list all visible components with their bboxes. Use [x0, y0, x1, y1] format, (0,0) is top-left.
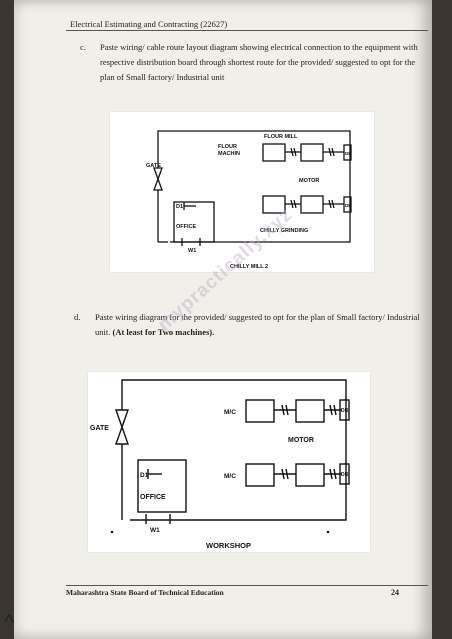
db-box-2 — [339, 463, 350, 485]
label-db-1: DB — [341, 408, 349, 414]
flour-machine-box — [262, 143, 286, 162]
label-mc-1: M/C — [224, 409, 236, 416]
label-db-2: DB — [345, 203, 352, 208]
machine-2-box — [245, 463, 275, 487]
label-flour-machin-line1: FLOUR — [218, 144, 237, 150]
label-d1: D1 — [140, 472, 149, 479]
chilly-motor-box — [300, 195, 324, 214]
gate-symbol — [153, 167, 163, 191]
question-c-label: c. — [80, 42, 86, 52]
header-title: Electrical Estimating and Contracting (2… — [70, 19, 228, 29]
page-number: 24 — [391, 588, 399, 597]
margin-pencil-mark: ^ — [4, 610, 15, 635]
label-flour-machin-line2: MACHIN — [218, 151, 240, 157]
dot-mark — [326, 530, 330, 534]
label-motor: MOTOR — [299, 178, 319, 184]
header-rule — [66, 30, 428, 31]
office-room — [173, 201, 215, 243]
diagram-chilly-mill-svg: FLOUR MILL FLOUR MACHIN GATE MOTOR DB DB… — [146, 130, 352, 270]
diagram-workshop-svg: GATE M/C MOTOR DB M/C DB D1 OFFICE W1 WO… — [90, 379, 350, 550]
outer-wall — [157, 130, 351, 243]
label-chilly-grinding: CHILLY GRINDING — [260, 228, 308, 234]
flour-motor-box — [300, 143, 324, 162]
motor-1-box — [295, 399, 325, 423]
question-d-text: Paste wiring diagram for the provided/ s… — [95, 310, 421, 340]
diagram-chilly-mill: FLOUR MILL FLOUR MACHIN GATE MOTOR DB DB… — [110, 112, 374, 272]
label-motor: MOTOR — [288, 437, 314, 444]
question-d-text-bold: (At least for Two machines). — [112, 327, 215, 337]
label-d1: D1 — [176, 204, 183, 210]
outer-wall — [121, 379, 347, 521]
label-w1: W1 — [150, 527, 160, 534]
diagram-2-caption: WORKSHOP — [206, 541, 251, 550]
question-c-text: Paste wiring/ cable route layout diagram… — [100, 42, 418, 82]
diagram-1-caption: CHILLY MILL 2 — [230, 264, 268, 270]
label-w1: W1 — [188, 248, 196, 254]
label-gate: GATE — [90, 425, 109, 432]
db-box-2 — [343, 196, 352, 213]
label-gate: GATE — [146, 163, 161, 169]
document-page: Electrical Estimating and Contracting (2… — [14, 0, 432, 639]
db-box-1 — [339, 399, 350, 421]
footer-rule — [66, 585, 428, 586]
label-db-2: DB — [341, 472, 349, 478]
footer-board: Maharashtra State Board of Technical Edu… — [66, 588, 224, 597]
gate-symbol — [115, 409, 129, 445]
label-office: OFFICE — [140, 494, 166, 501]
machine-1-box — [245, 399, 275, 423]
label-db-1: DB — [345, 151, 352, 156]
question-d-text-main: Paste wiring diagram for the provided/ s… — [95, 312, 420, 337]
label-mc-2: M/C — [224, 473, 236, 480]
dot-mark — [110, 530, 114, 534]
label-office: OFFICE — [176, 224, 196, 230]
label-flour-mill: FLOUR MILL — [264, 134, 298, 140]
db-box-1 — [343, 144, 352, 161]
question-d-label: d. — [74, 312, 81, 322]
motor-2-box — [295, 463, 325, 487]
diagram-workshop: GATE M/C MOTOR DB M/C DB D1 OFFICE W1 WO… — [88, 372, 370, 552]
office-room — [137, 459, 187, 513]
